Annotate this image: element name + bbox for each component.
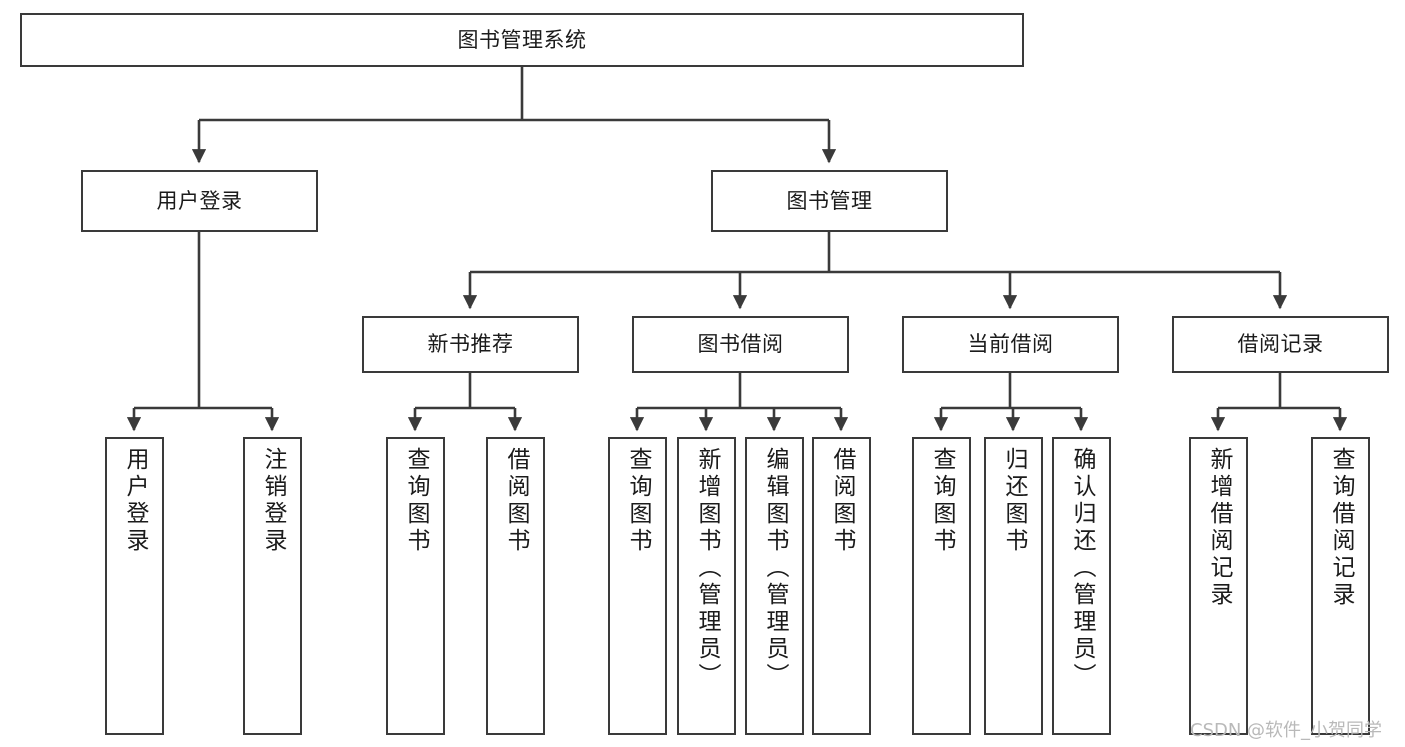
node-leaf-user-login[interactable]: 用户登录 (105, 437, 164, 735)
node-new-book-recommend-label: 新书推荐 (427, 332, 514, 357)
node-leaf-query-book-newbook[interactable]: 查询图书 (386, 437, 445, 735)
node-user-login[interactable]: 用户登录 (81, 170, 318, 232)
node-leaf-label: 注销登录 (260, 447, 286, 555)
node-root-label: 图书管理系统 (457, 27, 587, 52)
node-current-borrow-label: 当前借阅 (967, 332, 1054, 357)
csdn-watermark: CSDN @软件_小贺同学 (1190, 720, 1383, 741)
node-leaf-label: 借阅图书 (829, 447, 855, 555)
node-leaf-label: 新增借阅记录 (1206, 447, 1232, 609)
node-leaf-label: 查询图书 (625, 447, 651, 555)
node-borrow-records-label: 借阅记录 (1237, 332, 1324, 357)
node-leaf-edit-book-admin[interactable]: 编辑图书（管理员） (745, 437, 804, 735)
node-leaf-query-book-current[interactable]: 查询图书 (912, 437, 971, 735)
node-leaf-add-book-admin[interactable]: 新增图书（管理员） (677, 437, 736, 735)
node-leaf-label: 确认归还（管理员） (1069, 447, 1095, 690)
node-leaf-add-borrow-record[interactable]: 新增借阅记录 (1189, 437, 1248, 735)
node-book-borrow-label: 图书借阅 (697, 332, 784, 357)
node-leaf-borrow-book[interactable]: 借阅图书 (812, 437, 871, 735)
node-current-borrow[interactable]: 当前借阅 (902, 316, 1119, 373)
node-leaf-return-book[interactable]: 归还图书 (984, 437, 1043, 735)
node-leaf-label: 查询图书 (403, 447, 429, 555)
node-leaf-logout[interactable]: 注销登录 (243, 437, 302, 735)
node-leaf-label: 编辑图书（管理员） (762, 447, 788, 690)
node-book-management[interactable]: 图书管理 (711, 170, 948, 232)
node-leaf-label: 借阅图书 (503, 447, 529, 555)
node-leaf-label: 查询借阅记录 (1328, 447, 1354, 609)
node-user-login-label: 用户登录 (156, 188, 243, 213)
node-leaf-query-borrow-record[interactable]: 查询借阅记录 (1311, 437, 1370, 735)
node-leaf-label: 查询图书 (929, 447, 955, 555)
node-leaf-borrow-book-newbook[interactable]: 借阅图书 (486, 437, 545, 735)
node-leaf-confirm-return-admin[interactable]: 确认归还（管理员） (1052, 437, 1111, 735)
node-borrow-records[interactable]: 借阅记录 (1172, 316, 1389, 373)
node-leaf-label: 新增图书（管理员） (694, 447, 720, 690)
node-leaf-label: 用户登录 (122, 447, 148, 555)
node-root-system[interactable]: 图书管理系统 (20, 13, 1024, 67)
node-leaf-label: 归还图书 (1001, 447, 1027, 555)
node-book-management-label: 图书管理 (786, 188, 873, 213)
node-new-book-recommend[interactable]: 新书推荐 (362, 316, 579, 373)
node-book-borrow[interactable]: 图书借阅 (632, 316, 849, 373)
node-leaf-query-book-borrow[interactable]: 查询图书 (608, 437, 667, 735)
